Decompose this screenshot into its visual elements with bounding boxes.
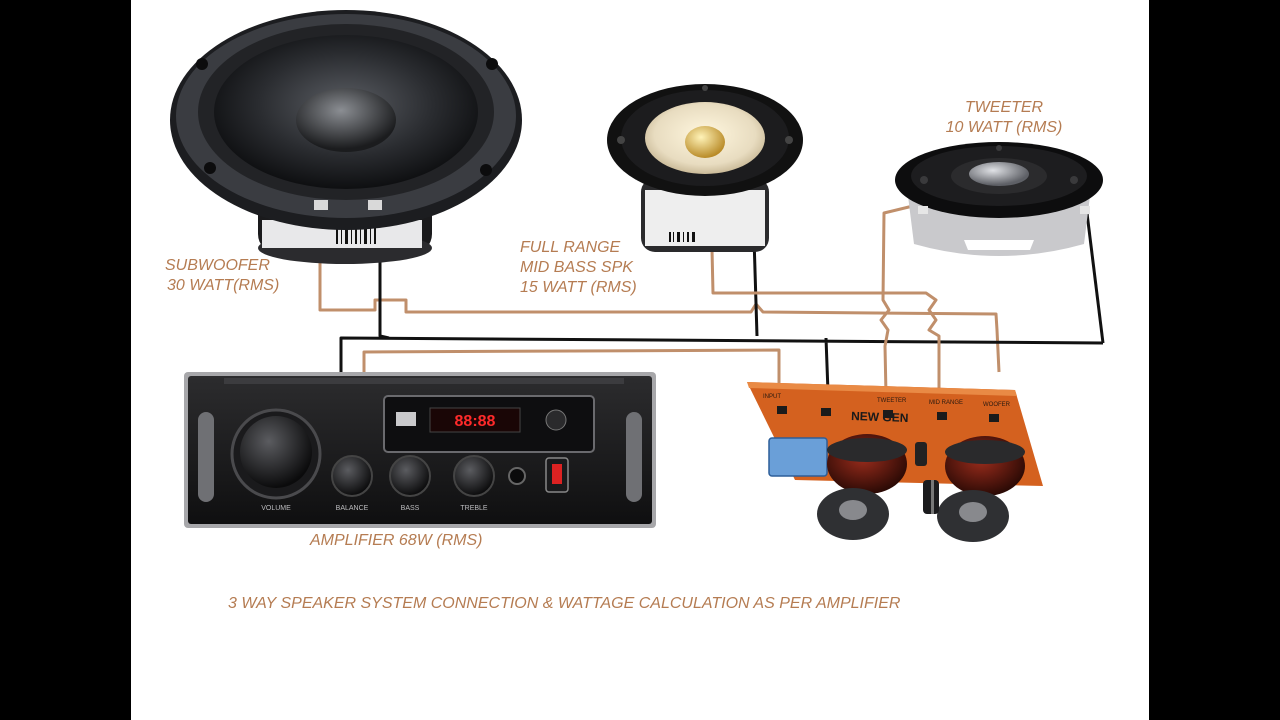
full-range-line-1: FULL RANGE — [520, 239, 621, 256]
crossover-board-image: NEW GEN INPUT TWEETER MID RANGE WOOFER — [747, 382, 1043, 542]
tweeter-label: TWEETER 10 WATT (RMS) — [934, 98, 1074, 138]
full-range-line-2: MID BASS SPK — [520, 259, 633, 276]
wire-amp-positive — [362, 348, 781, 393]
diagram-caption: 3 WAY SPEAKER SYSTEM CONNECTION & WATTAG… — [228, 595, 901, 612]
wire-tweeter-negative — [1084, 204, 1105, 344]
amplifier-label: AMPLIFIER 68W (RMS) — [310, 532, 483, 549]
terminal-label-woofer: WOOFER — [983, 402, 1011, 408]
wire-amp-negative-bus — [339, 336, 1104, 393]
amplifier-display-digits: 88:88 — [455, 413, 496, 430]
terminal-label-input: INPUT — [763, 394, 781, 400]
subwoofer-wattage: 30 WATT(RMS) — [167, 277, 280, 294]
diagram-canvas: 88:88 VOLUME BALANCE BASS TREBLE NEW GEN — [131, 0, 1149, 720]
wire-sub-positive — [318, 200, 1001, 373]
knob-label-bass: BASS — [401, 505, 420, 512]
knob-label-treble: TREBLE — [460, 505, 488, 512]
full-range-label: FULL RANGE MID BASS SPK 15 WATT (RMS) — [520, 238, 637, 298]
knob-label-balance: BALANCE — [336, 505, 369, 512]
terminal-label-mid-range: MID RANGE — [929, 400, 963, 406]
knob-label-volume: VOLUME — [261, 505, 291, 512]
subwoofer-name: SUBWOOFER — [165, 257, 270, 274]
subwoofer-label: SUBWOOFER 30 WATT(RMS) — [165, 256, 279, 296]
crossover-board-title: NEW GEN — [851, 409, 909, 425]
terminal-label-tweeter: TWEETER — [877, 398, 907, 404]
subwoofer-speaker-image — [170, 10, 522, 264]
full-range-wattage: 15 WATT (RMS) — [520, 279, 637, 296]
full-range-speaker-image — [607, 84, 803, 252]
tweeter-speaker-image — [895, 142, 1103, 256]
tweeter-name: TWEETER — [964, 99, 1044, 116]
amplifier-image: 88:88 VOLUME BALANCE BASS TREBLE — [184, 372, 656, 528]
wire-tweeter-positive — [879, 203, 918, 396]
wire-full-range-positive — [709, 204, 941, 395]
tweeter-wattage: 10 WATT (RMS) — [945, 119, 1063, 136]
